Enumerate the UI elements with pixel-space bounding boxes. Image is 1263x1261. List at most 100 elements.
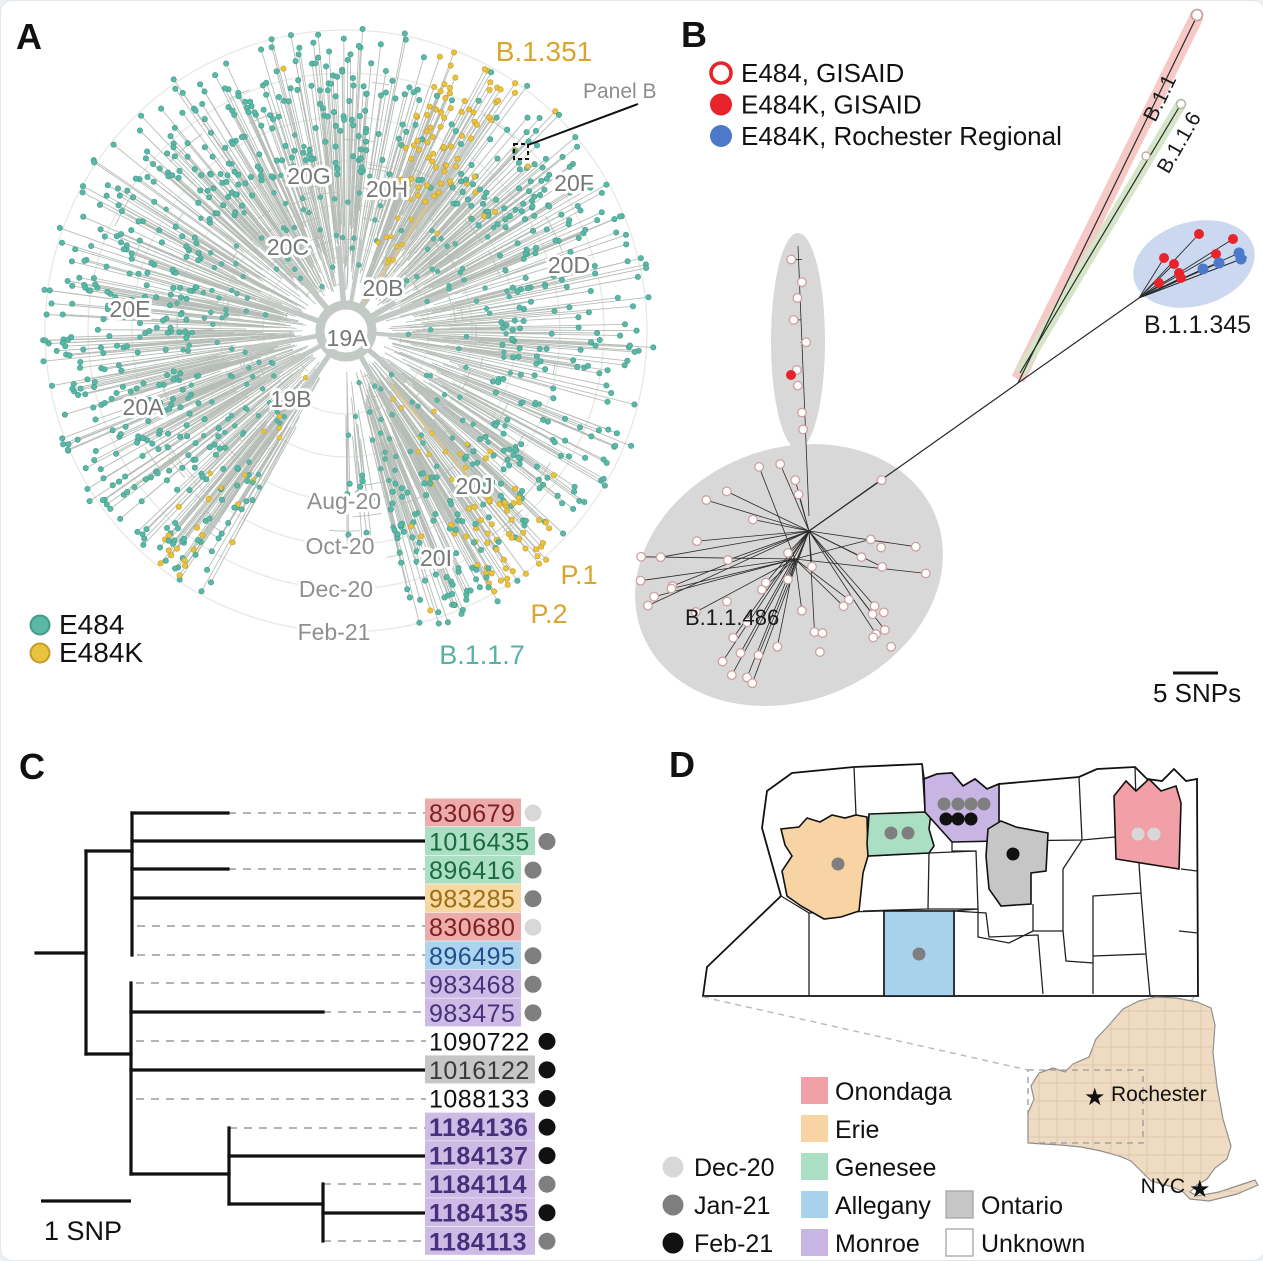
- county-legend-label: Erie: [835, 1116, 879, 1144]
- county-legend-label: Allegany: [835, 1192, 931, 1220]
- b11486-lobe: [771, 233, 825, 449]
- clade-label: 19B: [271, 386, 312, 412]
- county-onondaga: [1114, 779, 1181, 869]
- b116-tip-circle: [1177, 100, 1186, 109]
- b11-tip-circle: [1192, 10, 1203, 21]
- collection-date-dot: [539, 1204, 556, 1221]
- sample-id: 983285: [429, 886, 515, 914]
- variant-label: P.2: [530, 599, 567, 629]
- sample-id: 983468: [429, 971, 515, 999]
- county-legend-swatch: [801, 1115, 828, 1142]
- e484k-gisaid-dot: [786, 370, 796, 380]
- clade-label: 20G: [287, 163, 330, 189]
- b11486-label: B.1.1.486: [685, 605, 779, 630]
- e484k-gisaid-dot: [1228, 234, 1238, 244]
- b11345-label: B.1.1.345: [1144, 311, 1251, 339]
- county-legend-label: Unknown: [981, 1230, 1085, 1258]
- map-sample-dot: [902, 827, 915, 840]
- sample-row: 830680: [425, 913, 542, 943]
- e484k-rochester-dot: [1236, 254, 1247, 265]
- county-legend-swatch: [801, 1229, 828, 1256]
- county-legend-swatch: [946, 1229, 973, 1256]
- clade-label: 20E: [110, 296, 151, 322]
- e484k-rochester-dot: [1214, 258, 1225, 269]
- collection-date-dot: [525, 890, 542, 907]
- map-sample-dot: [952, 813, 965, 826]
- sample-row: 1090722: [429, 1028, 556, 1056]
- clade-label: 20D: [548, 252, 590, 278]
- snp-scale-bar: 1 SNP: [41, 1201, 131, 1246]
- clade-label: 20F: [554, 170, 594, 196]
- sample-row: 896416: [425, 856, 542, 886]
- clade-label: 20I: [420, 545, 452, 571]
- legend-filled-circle: [710, 94, 732, 116]
- ring-date-label: Oct-20: [305, 533, 374, 559]
- sample-row: 1016435: [425, 827, 556, 857]
- collection-date-dot: [539, 1119, 556, 1136]
- map-sample-dot: [965, 813, 978, 826]
- clade-label: 20A: [123, 394, 165, 420]
- nyc-star-icon: ★: [1189, 1176, 1211, 1203]
- e484k-gisaid-dot: [1154, 278, 1164, 288]
- legend-label: E484, GISAID: [741, 58, 904, 88]
- panel-c-letter: C: [19, 746, 45, 787]
- sample-row: 1088133: [429, 1086, 556, 1114]
- date-legend-circle: [663, 1195, 684, 1216]
- sample-id: 896416: [429, 857, 515, 885]
- snp-tree-branches: [36, 813, 426, 1241]
- sample-id: 1184113: [429, 1228, 527, 1256]
- collection-date-dot: [539, 1233, 556, 1250]
- clade-label: 19A: [327, 325, 369, 351]
- county-legend-label: Monroe: [835, 1230, 920, 1258]
- county-genesee: [867, 812, 934, 856]
- map-sample-dot: [832, 858, 845, 871]
- legend-label: E484K, GISAID: [741, 90, 922, 120]
- nyc-label: NYC: [1141, 1175, 1185, 1198]
- legend-open-circle: [711, 63, 731, 83]
- sample-row: 1184135: [425, 1198, 556, 1228]
- legend-label: E484: [59, 609, 124, 640]
- panel-c-snp-tree: 8306791016435896416983285830680896495983…: [6, 746, 641, 1260]
- snp-scale-bar: 5 SNPs: [1153, 673, 1241, 708]
- sample-row: 1184137: [425, 1141, 556, 1171]
- b116-mid-circle: [1142, 152, 1150, 160]
- collection-date-dot: [539, 1176, 556, 1193]
- snp-scale-label: 1 SNP: [44, 1216, 122, 1246]
- ring-date-label: Feb-21: [298, 619, 371, 645]
- sample-row: 1184136: [425, 1113, 556, 1143]
- collection-date-dot: [539, 1147, 556, 1164]
- ring-date-label: Dec-20: [299, 576, 373, 602]
- sample-id: 1184114: [429, 1171, 527, 1199]
- legend-swatch-circle: [31, 644, 50, 663]
- variant-label: P.1: [560, 560, 597, 590]
- sample-row: 1184113: [425, 1227, 556, 1257]
- sample-row: 1016122: [425, 1055, 556, 1085]
- rochester-label: Rochester: [1111, 1083, 1207, 1106]
- ring-date-label: Aug-20: [307, 488, 381, 514]
- sample-id: 896495: [429, 943, 515, 971]
- map-sample-dot: [1132, 828, 1145, 841]
- map-sample-dot: [1007, 848, 1020, 861]
- sample-id: 1184136: [429, 1114, 528, 1142]
- variant-label: B.1.351: [496, 36, 593, 67]
- clade-label: 20H: [366, 176, 408, 202]
- county-legend-label: Genesee: [835, 1154, 936, 1182]
- sample-id: 983475: [429, 1000, 515, 1028]
- sample-id: 1016435: [429, 829, 530, 857]
- county-legend-swatch: [801, 1077, 828, 1104]
- panel-b-annotation-label: Panel B: [583, 80, 657, 103]
- county-legend-swatch: [801, 1191, 828, 1218]
- map-sample-dot: [885, 827, 898, 840]
- map-sample-dot: [965, 798, 978, 811]
- clade-label: 20B: [363, 275, 404, 301]
- legend-label: E484K, Rochester Regional: [741, 121, 1062, 151]
- snp-scale-label: 5 SNPs: [1153, 678, 1241, 708]
- collection-date-dot: [539, 833, 556, 850]
- sample-rows: 8306791016435896416983285830680896495983…: [425, 799, 556, 1257]
- e484k-gisaid-dot: [1176, 273, 1186, 283]
- date-legend-label: Jan-21: [694, 1192, 770, 1220]
